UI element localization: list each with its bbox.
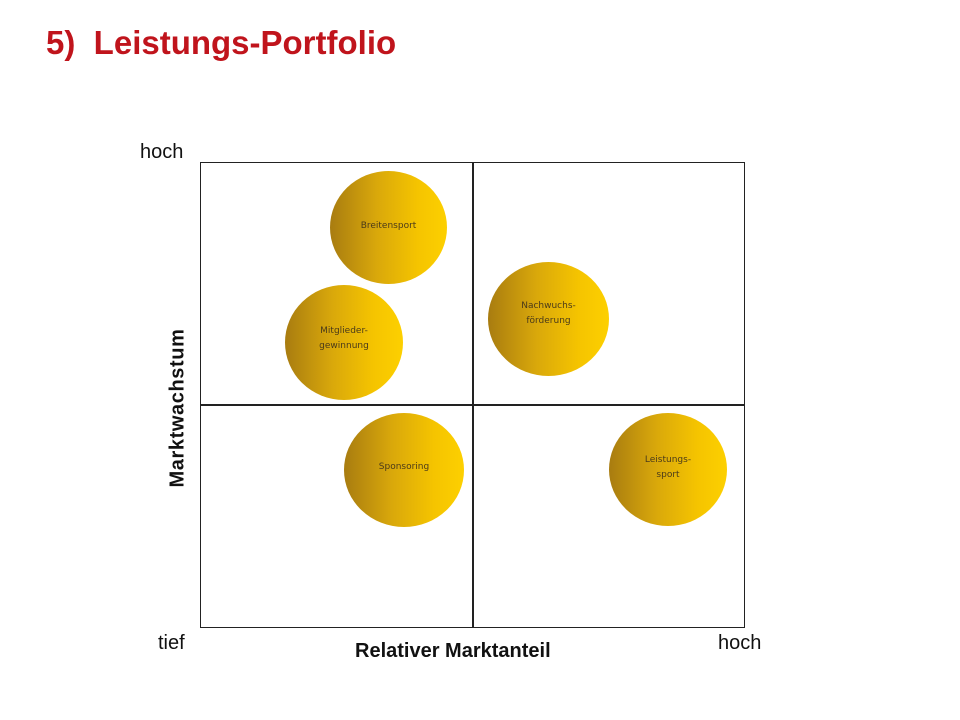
bubble-label: Nachwuchs- förderung (521, 301, 576, 326)
x-axis-title: Relativer Marktanteil (355, 640, 551, 662)
bubble-breitensport: Breitensport (330, 171, 447, 284)
y-axis-high-label: hoch (140, 141, 184, 163)
slide-title: 5) Leistungs-Portfolio (46, 24, 397, 61)
bubble-label: Mitglieder- gewinnung (319, 325, 369, 351)
bubble-sponsoring: Sponsoring (344, 413, 464, 527)
bubble-label: Breitensport (360, 221, 417, 232)
bubble-label: Sponsoring (378, 461, 430, 472)
x-axis-high-label: hoch (718, 632, 762, 654)
matrix-vertical-divider (472, 162, 474, 628)
bubble-mitgliedergewinnung: Mitglieder- gewinnung (285, 285, 403, 400)
bubble-label: Leistungs- sport (644, 454, 692, 480)
y-axis-title: Marktwachstum (166, 328, 189, 488)
bubble-leistungssport: Leistungs- sport (609, 413, 727, 526)
matrix-horizontal-divider (200, 404, 745, 406)
x-axis-low-label: tief (158, 632, 185, 654)
bubble-nachwuchsfoerderung: Nachwuchs- förderung (488, 262, 609, 376)
